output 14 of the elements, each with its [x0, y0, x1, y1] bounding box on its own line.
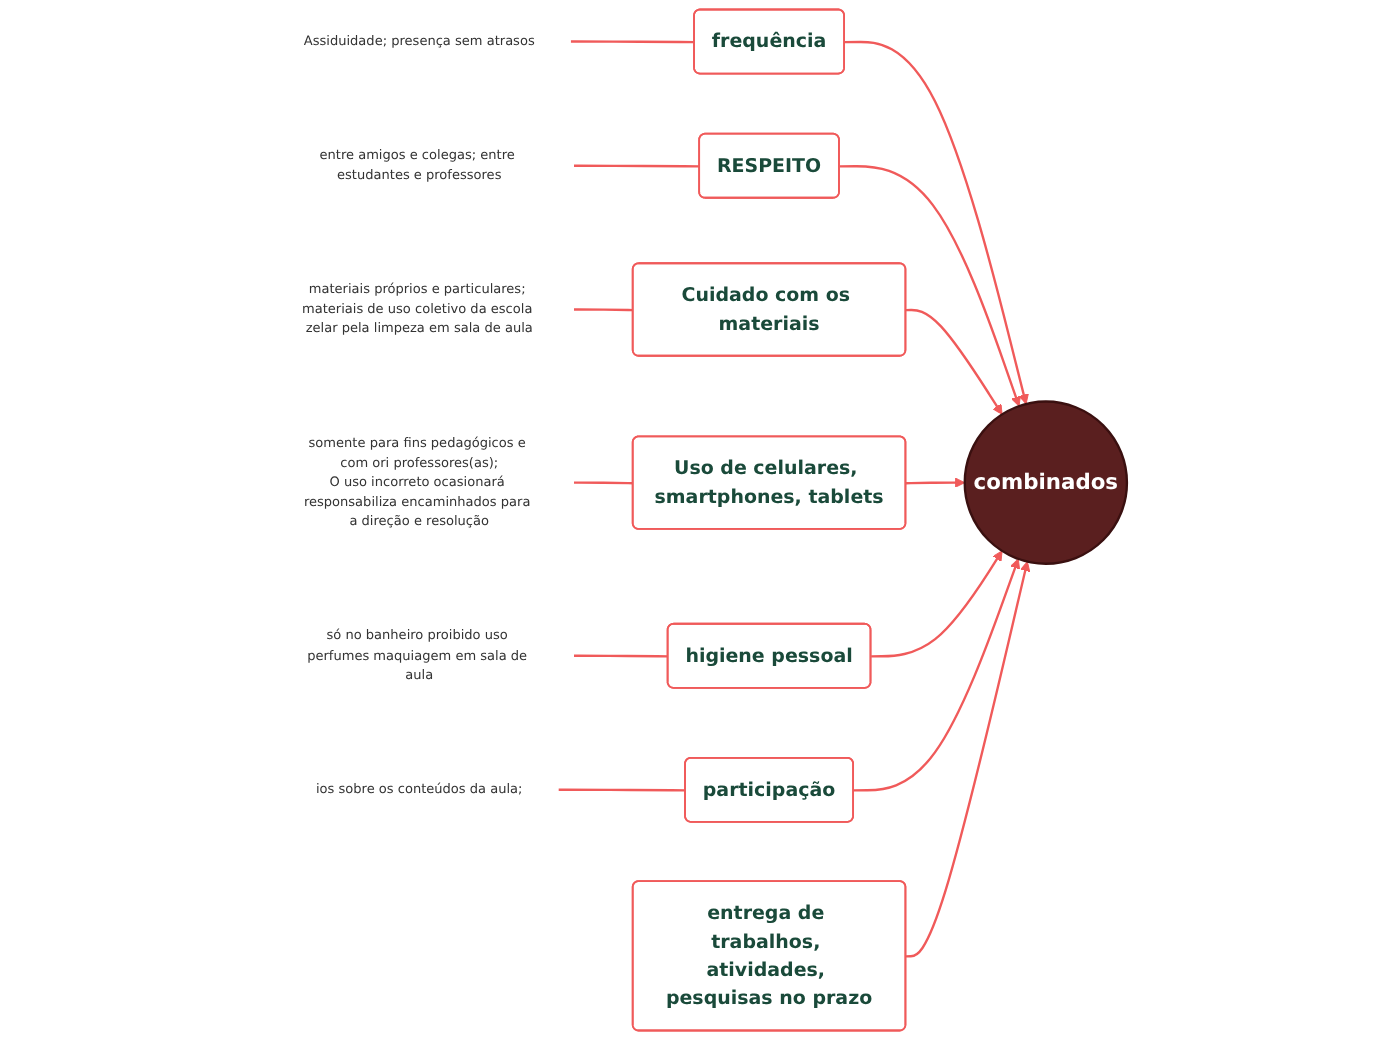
arrow — [906, 308, 1003, 415]
connector — [573, 654, 669, 658]
arrow — [906, 561, 1031, 958]
arrow — [839, 165, 1021, 407]
arrow — [906, 477, 966, 488]
node-circle: combinados — [963, 400, 1129, 565]
connector — [558, 788, 686, 792]
connector — [573, 481, 634, 485]
arrow — [871, 550, 1003, 658]
connector — [573, 164, 700, 168]
connector — [573, 308, 634, 312]
arrow — [853, 558, 1021, 792]
connector — [570, 40, 695, 44]
arrow — [844, 40, 1029, 405]
